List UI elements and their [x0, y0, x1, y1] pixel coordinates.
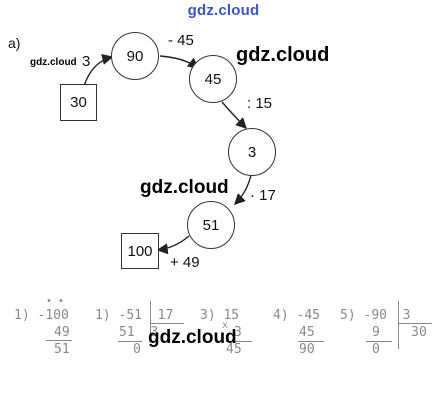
calc-5-bottom: 9 — [372, 325, 380, 340]
calc-3-result: 45 — [226, 342, 242, 357]
watermark-1: gdz.cloud — [236, 44, 330, 66]
calc-5-quotient: 30 — [411, 325, 427, 340]
calc-4-top: 45 — [304, 308, 320, 323]
calc-1-borrow-dots: • • — [46, 296, 65, 307]
calc-5-label: 5) — [340, 308, 356, 323]
calc-1-result: 51 — [54, 342, 70, 357]
calc-2-op: - — [118, 308, 127, 323]
calc-4: 4) -45 45 90 — [273, 307, 320, 358]
arrow-3-to-51 — [234, 174, 252, 205]
calc-5-rule — [366, 341, 392, 342]
watermark-small: gdz.cloud — [30, 57, 77, 68]
calc-4-result: 90 — [299, 342, 315, 357]
calc-5-top: 90 — [371, 308, 387, 323]
circle-45: 45 — [189, 55, 237, 103]
op-second: - 45 — [168, 32, 194, 49]
calc-2-quotient-rule — [150, 323, 184, 324]
calc-2-label: 1) — [95, 308, 111, 323]
calc-3-label: 3) — [200, 308, 216, 323]
calc-5-divider — [398, 301, 399, 349]
calc-2-rule — [118, 341, 142, 342]
calc-1-top: 100 — [45, 308, 69, 323]
calc-4-rule — [298, 341, 324, 342]
calc-4-label: 4) — [273, 308, 289, 323]
calc-1-bottom: 49 — [54, 325, 70, 340]
start-square: 30 — [60, 84, 97, 121]
calc-5-quotient-rule — [398, 323, 432, 324]
calc-2-result: 0 — [133, 342, 141, 357]
calc-2-top: 51 — [126, 308, 142, 323]
calc-4-op: - — [296, 308, 305, 323]
calc-3-top: 15 — [223, 308, 240, 323]
circle-51: 51 — [187, 201, 235, 249]
part-label: a) — [8, 35, 21, 51]
calc-2-quotient: 3 — [150, 325, 159, 340]
op-fifth: + 49 — [170, 254, 200, 271]
calc-5-result: 0 — [372, 342, 380, 357]
calc-2: 1) -51 17 51 3 0 — [95, 307, 173, 358]
calc-1-rule — [46, 340, 72, 341]
calc-2-divisor: 17 — [157, 308, 174, 323]
arrow-45-to-3 — [221, 101, 247, 129]
op-third: : 15 — [247, 95, 273, 112]
calc-1-op: - — [37, 308, 46, 323]
op-first: 3 — [82, 53, 91, 70]
calc-5-divisor: 3 — [402, 308, 411, 323]
watermark-header: gdz.cloud — [187, 2, 260, 19]
watermark-3: gdz.cloud — [148, 327, 237, 348]
circle-3: 3 — [228, 128, 276, 176]
arrow-51-to-100 — [156, 235, 190, 255]
calc-3-op: x — [222, 320, 229, 331]
calc-5-op: - — [363, 308, 372, 323]
watermark-2: gdz.cloud — [140, 177, 229, 198]
calc-5: 5) -90 3 9 30 0 — [340, 307, 427, 358]
calc-3-bottom: 3 — [234, 325, 242, 340]
calc-3-rule — [226, 341, 252, 342]
arrow-square-to-90 — [83, 53, 114, 87]
op-fourth: · 17 — [250, 187, 276, 204]
calc-2-bottom: 51 — [119, 325, 135, 340]
calc-2-divider — [150, 301, 151, 341]
calc-1: • • 1) -100 49 51 — [14, 297, 70, 358]
calc-1-label: 1) — [14, 308, 30, 323]
calc-4-bottom: 45 — [299, 325, 315, 340]
end-square: 100 — [121, 233, 159, 269]
circle-90: 90 — [111, 32, 159, 80]
calc-3: 3) 15 3 45 — [200, 307, 242, 358]
